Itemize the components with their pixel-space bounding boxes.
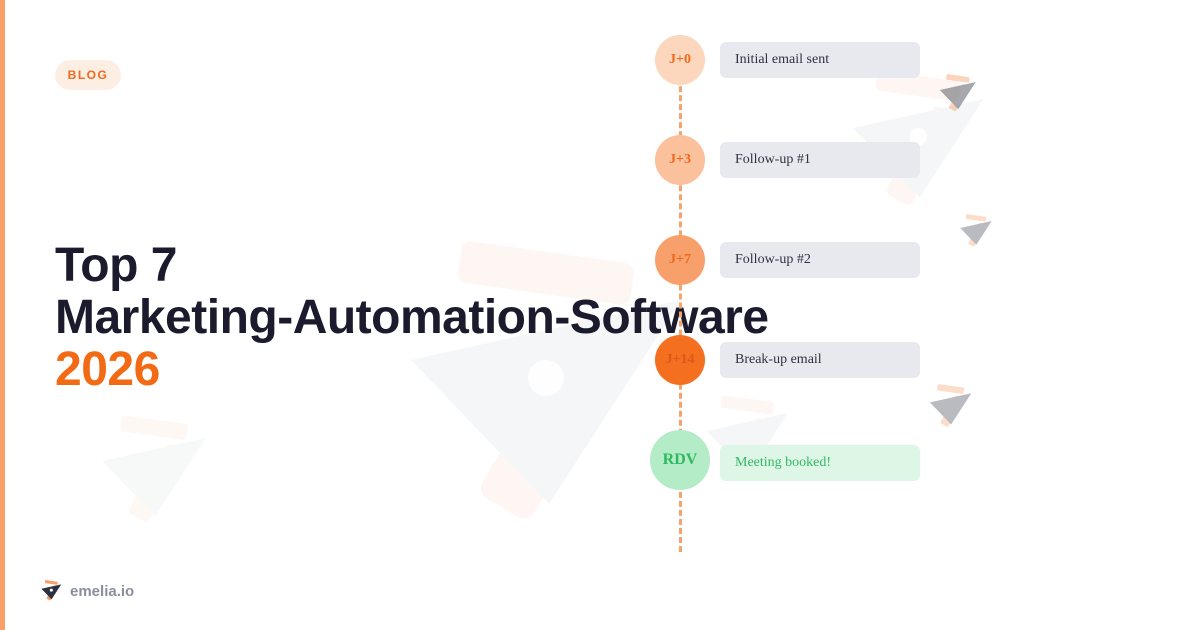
timeline-step-card: Follow-up #1 bbox=[720, 142, 920, 178]
paper-plane-icon bbox=[102, 415, 206, 522]
timeline-line bbox=[679, 50, 682, 552]
title-line-1: Top 7 bbox=[55, 239, 177, 292]
page-title: Top 7 Marketing-Automation-Software 2026 bbox=[55, 240, 769, 396]
timeline-step-card-success: Meeting booked! bbox=[720, 445, 920, 481]
timeline-step-meeting: RDV bbox=[650, 430, 710, 490]
timeline-step-card: Break-up email bbox=[720, 342, 920, 378]
paper-plane-icon bbox=[929, 384, 972, 427]
title-line-2: Marketing-Automation-Software bbox=[55, 291, 769, 344]
timeline-step-card: Follow-up #2 bbox=[720, 242, 920, 278]
timeline-step-day: J+0 bbox=[655, 35, 705, 85]
brand-name: emelia.io bbox=[70, 582, 135, 600]
brand-logo: emelia.io bbox=[40, 580, 134, 602]
emelia-logo-icon bbox=[41, 580, 62, 601]
timeline-step-day: J+7 bbox=[655, 235, 705, 285]
blog-badge: BLOG bbox=[55, 60, 121, 90]
paper-plane-icon bbox=[960, 214, 992, 247]
timeline-step-day: J+14 bbox=[655, 335, 705, 385]
title-year: 2026 bbox=[55, 343, 160, 396]
left-accent-bar bbox=[0, 0, 5, 630]
timeline-step-day: J+3 bbox=[655, 135, 705, 185]
paper-plane-icon bbox=[939, 74, 976, 112]
timeline-step-card: Initial email sent bbox=[720, 42, 920, 78]
